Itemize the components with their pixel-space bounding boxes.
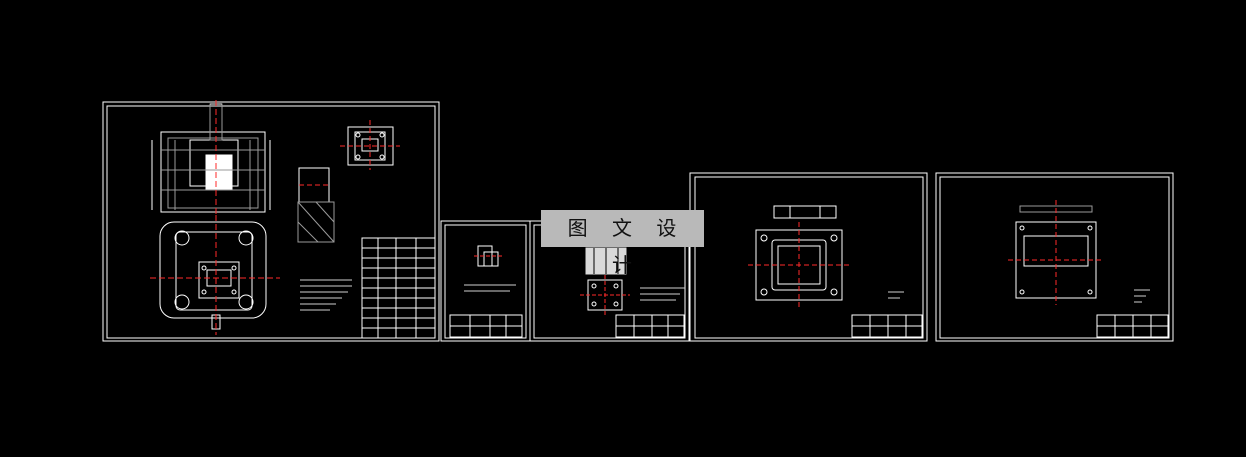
assembly-title-block: [361, 237, 436, 339]
assembly-plan-view: [150, 215, 280, 335]
plate-part-view: [748, 205, 904, 308]
punch-part-view: [580, 247, 685, 315]
sheet-part-punch[interactable]: [529, 220, 690, 342]
sheet-part-plate[interactable]: [689, 172, 928, 342]
small-part-title-block: [449, 314, 523, 338]
punch-part-title-block: [615, 314, 685, 338]
small-part-view: [464, 245, 516, 292]
plate-part-title-block: [851, 314, 923, 338]
assembly-notes: [300, 279, 352, 311]
sheet-part-die[interactable]: [935, 172, 1174, 342]
assembly-section-view: [151, 100, 271, 215]
sheet-part-small[interactable]: [440, 220, 531, 342]
sheet-assembly[interactable]: [102, 100, 440, 342]
watermark-label: 图 文 设 计: [541, 210, 704, 277]
die-part-view: [1008, 200, 1150, 305]
die-part-title-block: [1096, 314, 1169, 338]
assembly-detail-views: [297, 120, 400, 243]
